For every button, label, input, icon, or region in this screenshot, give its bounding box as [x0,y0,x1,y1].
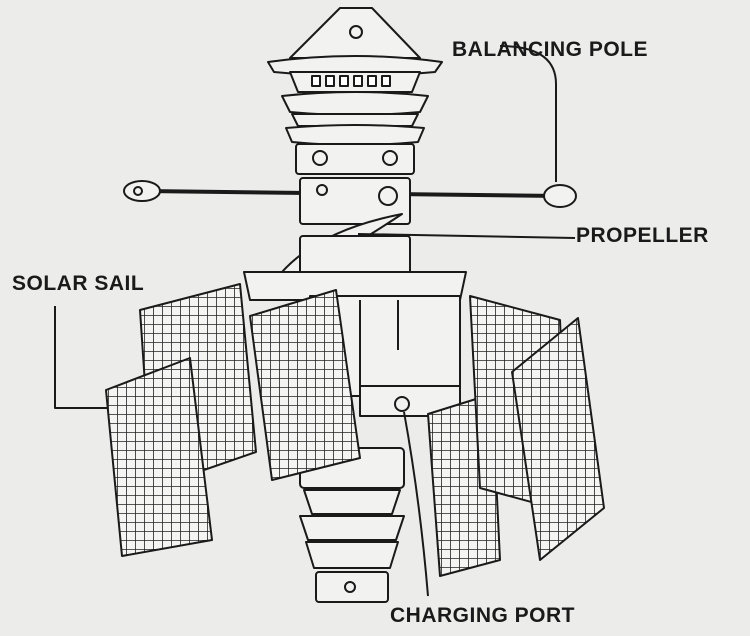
propeller-hub [281,177,576,277]
label-balancing-pole: BALANCING POLE [452,38,648,61]
label-charging-port: CHARGING PORT [390,604,575,627]
panel-left-front [105,357,213,557]
lower-column [299,447,405,603]
solar-panels [105,283,605,577]
top-cap [267,7,443,93]
upper-rings [281,91,429,175]
panel-right-front [511,317,605,561]
panel-left-mid [249,289,361,481]
label-solar-sail: SOLAR SAIL [12,272,145,295]
label-propeller: PROPELLER [576,224,709,247]
